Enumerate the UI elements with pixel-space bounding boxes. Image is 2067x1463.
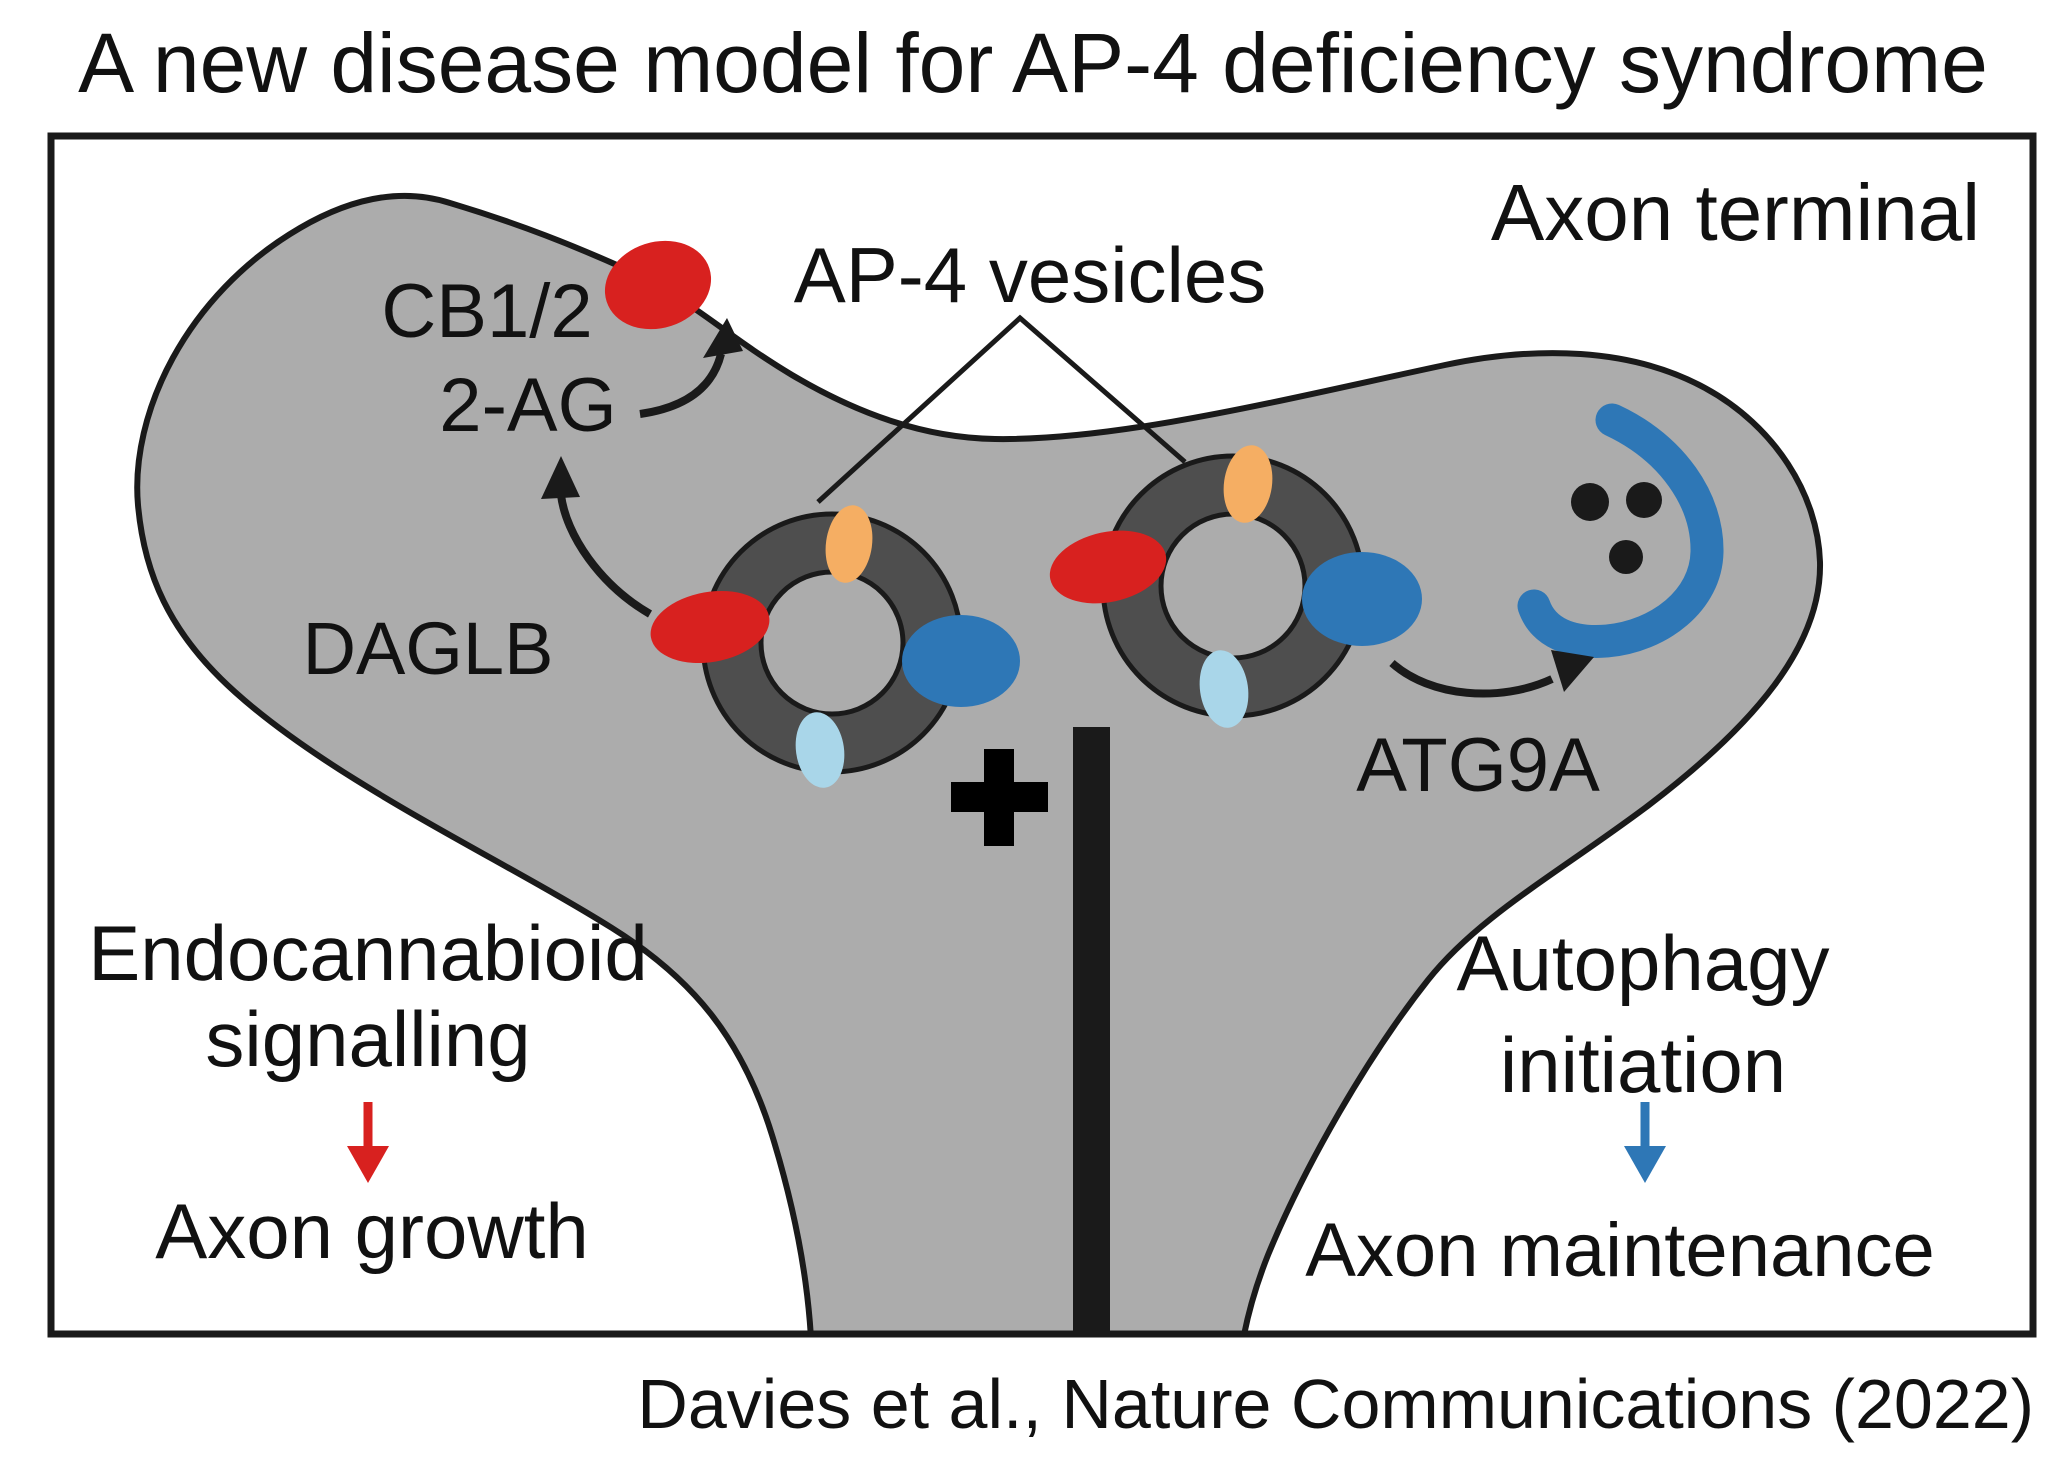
phagophore: [1517, 403, 1724, 658]
autophagosome-dot: [1609, 540, 1643, 574]
vesicle-ring-inner: [1158, 511, 1308, 661]
arrow-shaft: [1389, 659, 1554, 698]
arrowhead-icon: [1624, 1146, 1666, 1183]
autophagosome-dot: [1571, 483, 1609, 521]
citation: Davies et al., Nature Communications (20…: [637, 1365, 2034, 1443]
arrowhead-icon: [347, 1146, 389, 1183]
arrowhead-icon: [541, 456, 580, 499]
orange-cargo-oval: [1223, 445, 1273, 523]
axon-terminal-label: Axon terminal: [1491, 168, 1980, 257]
autophagy-line2: initiation: [1500, 1021, 1786, 1109]
arrowhead-icon: [703, 318, 743, 358]
arrow-daglb-to-2ag: [541, 456, 653, 618]
endocannabinoid-line1: Endocannabioid: [88, 909, 647, 997]
cb12-label: CB1/2: [381, 269, 592, 354]
ap4-vesicle-left: [650, 505, 1020, 788]
red-down-arrow-icon: [347, 1102, 389, 1183]
daglb-red-oval: [1049, 530, 1167, 604]
2ag-label: 2-AG: [439, 363, 616, 448]
panel-box-border: [47, 132, 2037, 1338]
blue-down-arrow-icon: [1624, 1102, 1666, 1183]
phagophore-membrane: [1517, 403, 1724, 658]
ap4-vesicles-label: AP-4 vesicles: [794, 231, 1267, 319]
arrowhead-icon: [1551, 650, 1594, 692]
axon-shaft-bar: [1073, 727, 1110, 1335]
autophagosome-dot: [1626, 482, 1662, 518]
ap4-vesicle-right: [1049, 445, 1422, 728]
vesicle-pointer-lines: [816, 314, 1187, 504]
endocannabinoid-line2: signalling: [205, 995, 530, 1083]
arrow-shaft: [639, 352, 725, 418]
arrow-2ag-to-cb12: [639, 318, 743, 418]
axon-maintenance-label: Axon maintenance: [1305, 1208, 1935, 1293]
atg9a-blue-oval: [902, 615, 1020, 707]
plus-vertical-bar: [984, 749, 1014, 846]
orange-cargo-oval: [825, 505, 873, 583]
arrow-shaft: [557, 494, 653, 618]
atg9a-blue-oval: [1302, 552, 1422, 646]
autophagy-pathway-block: Autophagy initiation Axon maintenance: [1305, 919, 1935, 1293]
daglb-red-oval: [650, 590, 770, 664]
daglb-label: DAGLB: [303, 607, 554, 690]
arrow-atg9a-to-phagophore: [1389, 650, 1594, 698]
vesicle-ring-inner: [758, 569, 906, 717]
light-blue-cargo-oval: [1199, 650, 1249, 728]
cb12-receptor-blob: [604, 240, 712, 330]
atg9a-label: ATG9A: [1356, 723, 1600, 808]
page-title: A new disease model for AP-4 deficiency …: [78, 16, 1988, 110]
autophagy-line1: Autophagy: [1457, 919, 1830, 1007]
plus-sign-icon: [951, 749, 1048, 846]
light-blue-cargo-oval: [795, 712, 845, 788]
endocannabinoid-pathway-block: Endocannabioid signalling Axon growth: [88, 909, 647, 1275]
axon-growth-label: Axon growth: [155, 1187, 589, 1275]
